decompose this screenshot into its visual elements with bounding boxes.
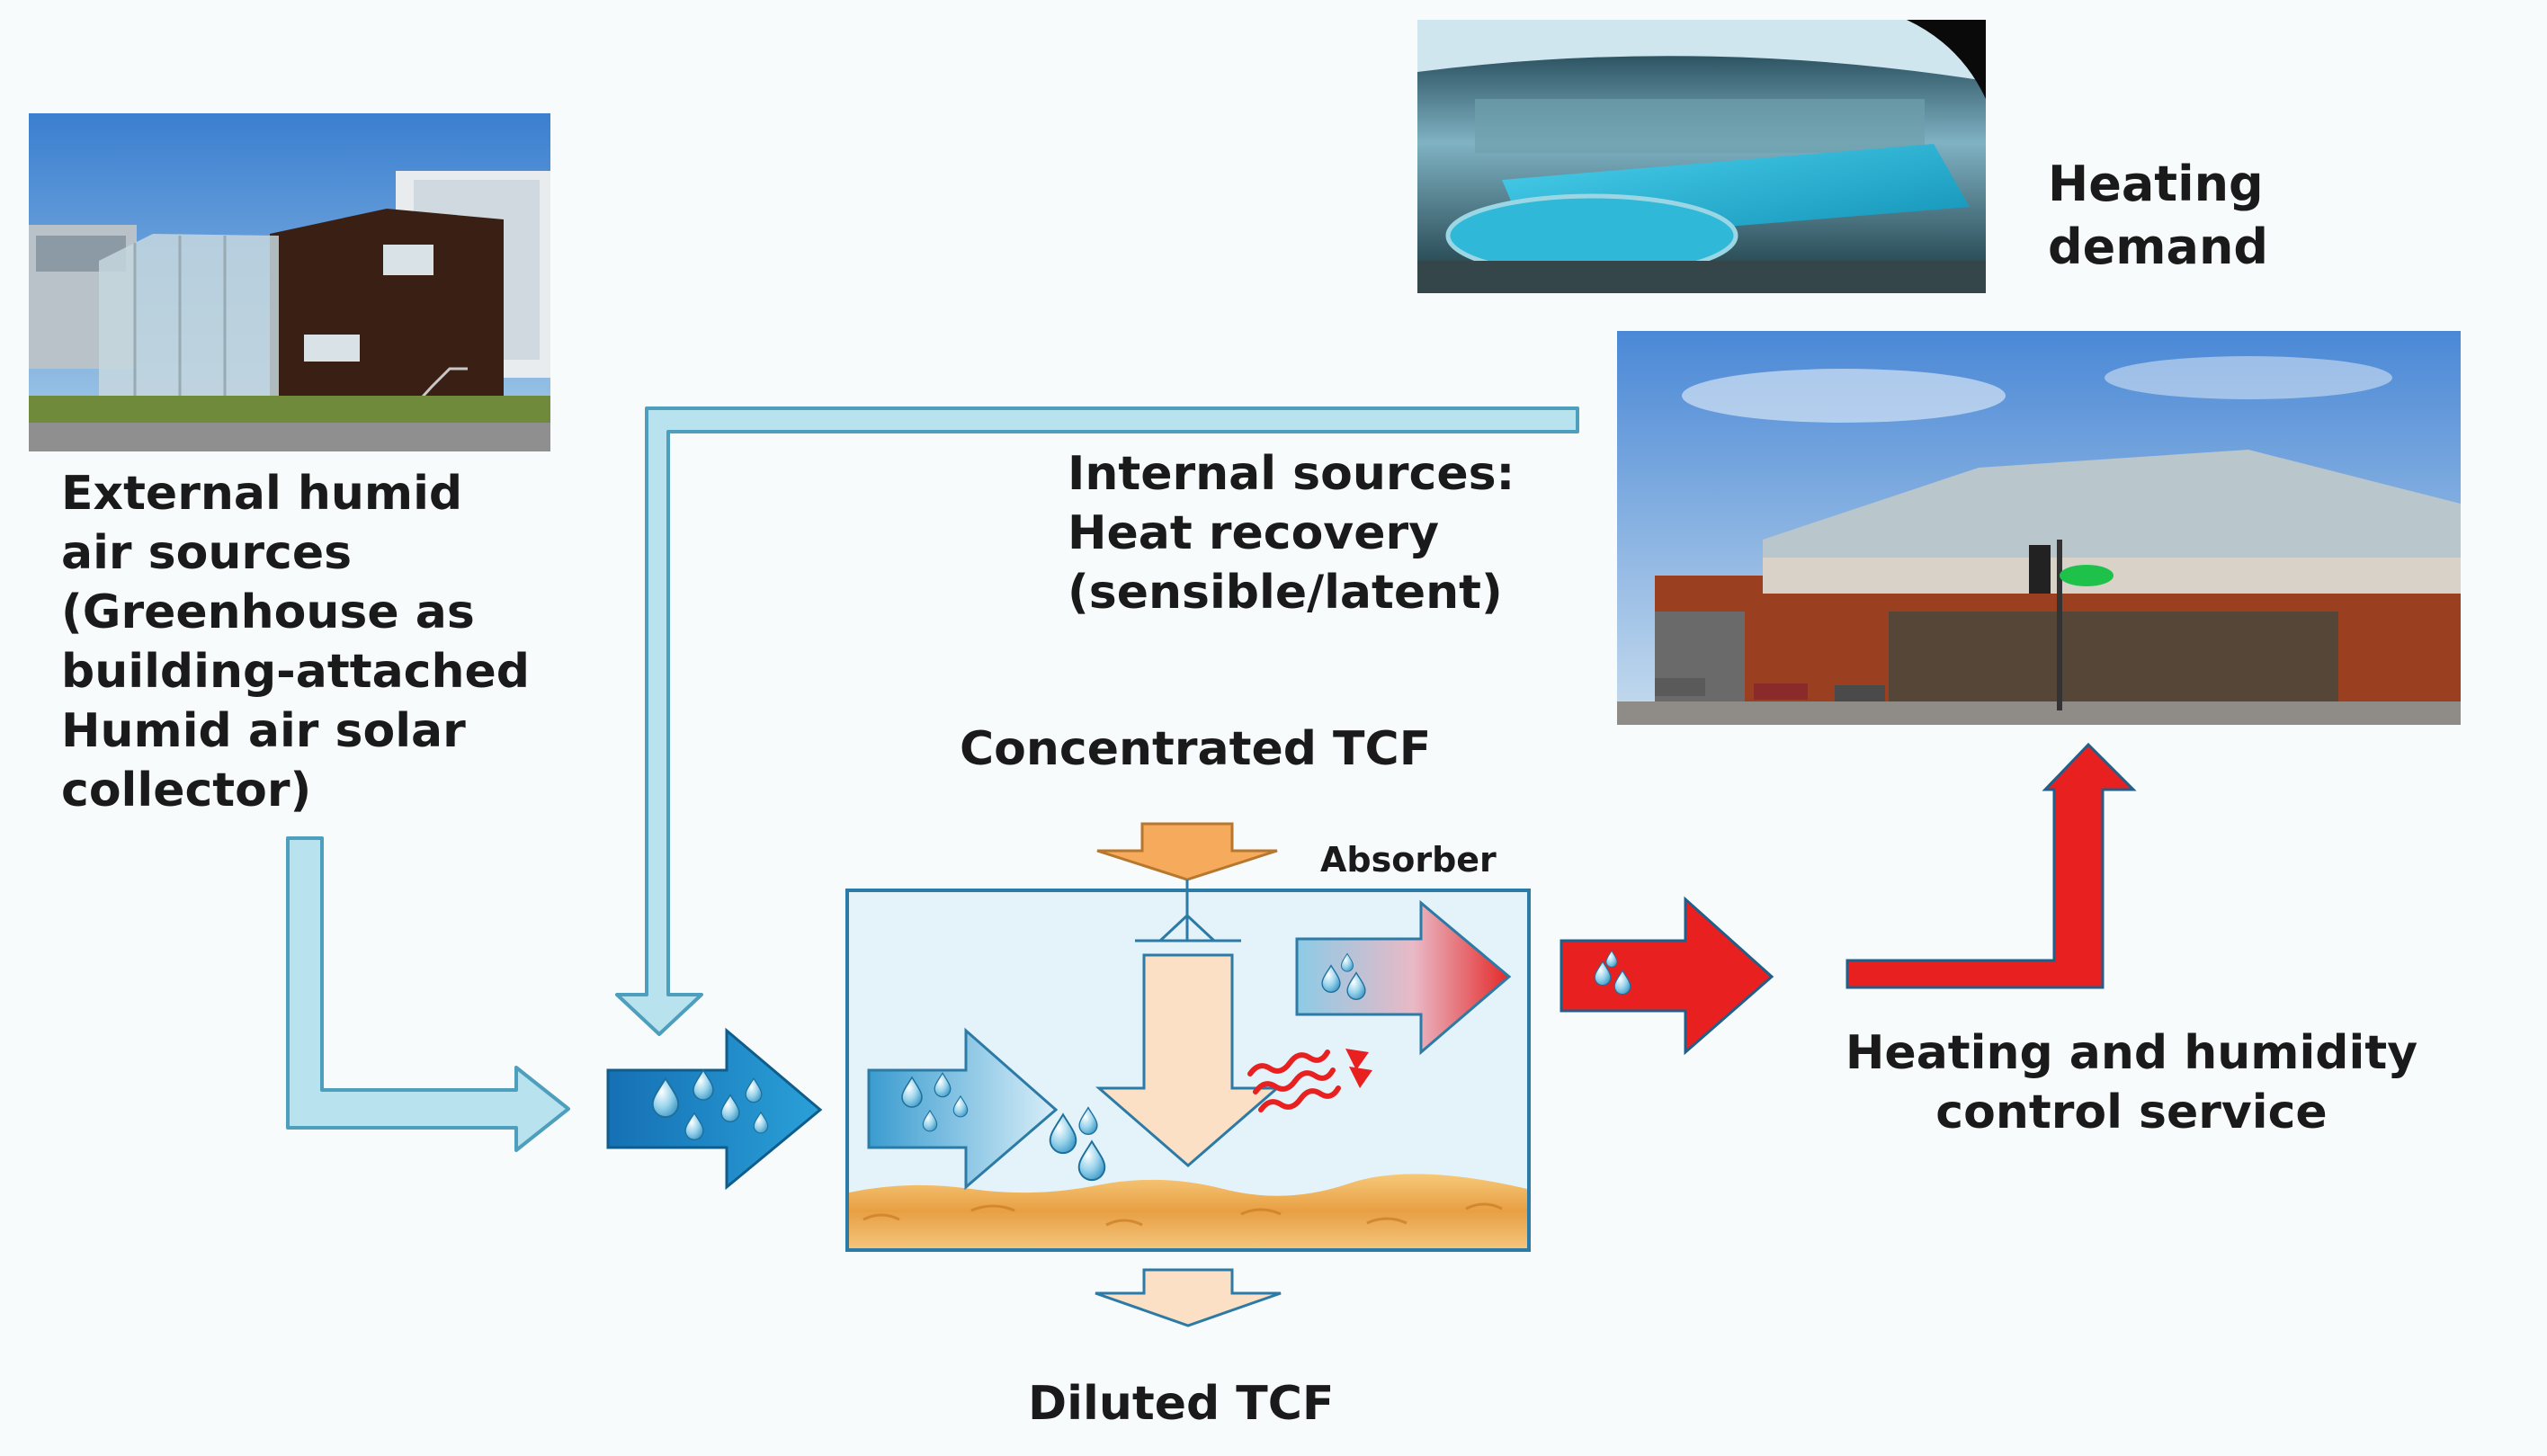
internal-label-line: Heat recovery — [1068, 506, 1440, 560]
humid-air-inlet-arrow — [606, 1027, 823, 1191]
external-label-line: Humid air solar — [61, 704, 466, 758]
service-label-line: Heating and humidity — [1845, 1026, 2418, 1080]
external-label-line: collector) — [61, 764, 312, 817]
diluted-tcf-label: Diluted TCF — [1028, 1377, 1335, 1431]
external-source-arrow — [286, 836, 570, 1152]
heating-demand-line: demand — [2048, 219, 2269, 275]
absorber-outlet-arrow — [1295, 899, 1512, 1056]
external-label-line: (Greenhouse as — [61, 585, 475, 639]
heating-demand-label: Heating demand — [2048, 153, 2268, 279]
diluted-tcf-arrow — [1095, 1268, 1282, 1327]
heat-arrowhead-2 — [1349, 1067, 1372, 1088]
concentrated-tcf-label: Concentrated TCF — [960, 722, 1432, 776]
tcf-liquid — [849, 1174, 1527, 1248]
solution-flow-arrow — [1095, 953, 1282, 1167]
internal-sources-label: Internal sources: Heat recovery (sensibl… — [1068, 444, 1515, 622]
heat-release-icon — [1247, 1050, 1341, 1112]
internal-label-line: Internal sources: — [1068, 447, 1515, 501]
greenhouse-photo — [29, 113, 550, 451]
service-label: Heating and humidity control service — [1835, 1023, 2428, 1142]
service-label-line: control service — [1935, 1085, 2328, 1139]
heat-arrowhead-1 — [1345, 1049, 1369, 1070]
liquid-texture — [862, 1202, 1503, 1227]
indoor-pool-photo — [1417, 20, 1986, 293]
external-label-line: air sources — [61, 526, 353, 580]
external-sources-label: External humid air sources (Greenhouse a… — [61, 464, 530, 820]
heated-air-arrow — [1559, 896, 1774, 1056]
commercial-building-photo — [1617, 331, 2461, 725]
internal-source-arrow — [615, 406, 1579, 1036]
external-label-line: building-attached — [61, 645, 530, 699]
spray-nozzle-icon — [1135, 880, 1241, 942]
absorber-label: Absorber — [1320, 840, 1497, 880]
heating-demand-line: Heating — [2048, 156, 2264, 212]
internal-label-line: (sensible/latent) — [1068, 566, 1503, 620]
service-delivery-arrow — [1845, 742, 2137, 989]
concentrated-tcf-arrow — [1096, 822, 1278, 881]
external-label-line: External humid — [61, 467, 463, 521]
